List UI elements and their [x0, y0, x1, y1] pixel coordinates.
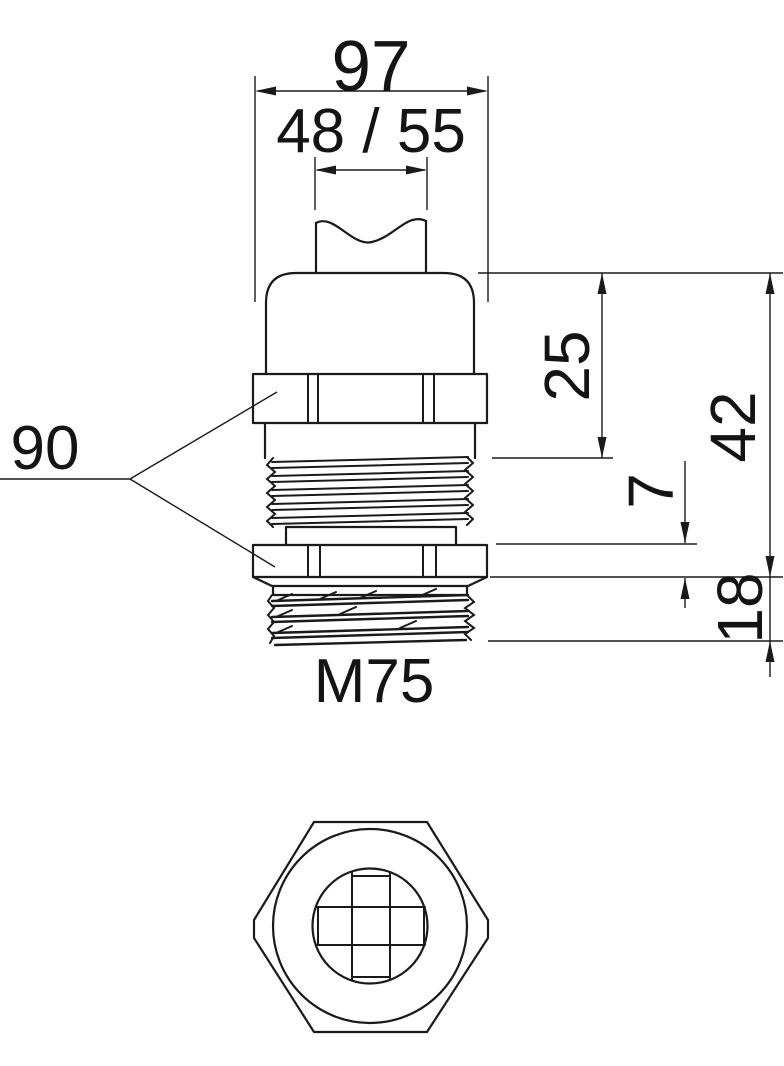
dim-90-label: 90	[10, 414, 80, 483]
dim-7-label: 7	[615, 473, 687, 509]
dim-25-arrow-top	[597, 273, 607, 294]
leader-90-lines	[0, 391, 278, 568]
upper-thread-ridges	[271, 456, 469, 525]
lower-nut-facet-lines	[307, 544, 437, 578]
outer-circle	[271, 827, 469, 1025]
lower-thread-right-profile	[463, 594, 476, 641]
lower-thread-left-profile	[266, 594, 276, 644]
dim-42-label: 42	[697, 391, 769, 463]
bottom-view	[252, 820, 490, 1034]
dim-4855-extension-lines	[314, 157, 428, 210]
sealing-insert-circle	[311, 867, 429, 985]
dim-42-arrow-top	[765, 273, 775, 294]
cap-outline	[264, 271, 476, 376]
grid-chords	[317, 875, 425, 978]
lower-thread-section	[266, 588, 476, 647]
insert-cross-grid	[316, 871, 426, 981]
grid-vertical-lines	[351, 871, 391, 981]
hex-outline	[252, 820, 490, 1034]
dim-18-label: 18	[704, 572, 776, 644]
neck	[284, 525, 458, 547]
cable-break-curve	[314, 218, 428, 244]
upper-nut-facet-lines	[307, 373, 435, 424]
dim-97-arrow-right	[467, 86, 488, 96]
dim-4855-arrow-left	[315, 165, 336, 175]
dim-97-label: 97	[331, 27, 411, 107]
dim-7-arrow-down	[680, 522, 690, 543]
upper-thread-section	[265, 456, 475, 528]
washer-collar	[271, 584, 469, 597]
upper-nut	[251, 372, 489, 425]
dim-25-label: 25	[531, 330, 603, 402]
thread-size-label: M75	[313, 647, 435, 716]
lower-nut	[251, 543, 489, 579]
dim-18-arrow-up	[765, 641, 775, 662]
upper-body-sides	[263, 421, 477, 460]
dim-42-arrow-bottom	[765, 556, 775, 577]
dim-97-extension-lines	[254, 76, 489, 302]
lower-thread-ridges	[270, 593, 470, 647]
dimension-lines	[0, 76, 783, 677]
upper-thread-left-profile	[265, 457, 277, 528]
grid-horizontal-lines	[316, 906, 426, 946]
dim-7-arrow-up	[680, 578, 690, 599]
side-view	[251, 218, 489, 647]
dim-25-arrow-bottom	[597, 437, 607, 458]
dim-97-arrow-left	[255, 86, 276, 96]
lower-nut-bevel	[251, 575, 489, 588]
dim-4855-arrow-right	[406, 165, 427, 175]
lower-thread-hatching	[275, 588, 437, 634]
dim-48-55-label: 48 / 55	[276, 97, 466, 166]
reference-lines-right	[478, 272, 783, 642]
upper-thread-right-profile	[463, 456, 475, 526]
